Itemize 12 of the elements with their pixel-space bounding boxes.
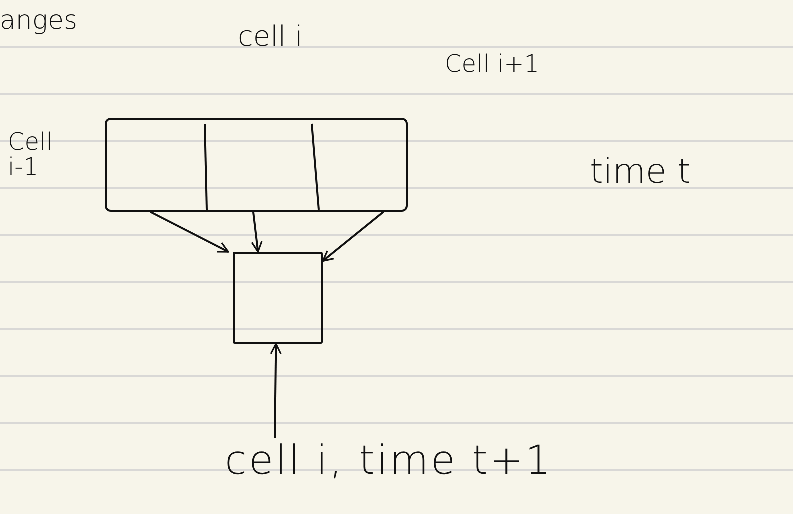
- handwritten-label: time t: [590, 155, 691, 191]
- cell-box: [233, 252, 323, 344]
- arrow: [270, 343, 282, 438]
- handwritten-label: Cell i-1: [8, 130, 54, 180]
- handwritten-label: anges: [0, 8, 78, 36]
- arrow: [322, 211, 384, 262]
- arrow: [150, 211, 230, 253]
- arrow: [251, 212, 263, 253]
- handwritten-label: Cell i+1: [445, 52, 540, 78]
- cell-row-box: [105, 118, 408, 212]
- handwritten-label: cell i: [238, 22, 303, 52]
- node-label: cell i, time t+1: [225, 438, 553, 484]
